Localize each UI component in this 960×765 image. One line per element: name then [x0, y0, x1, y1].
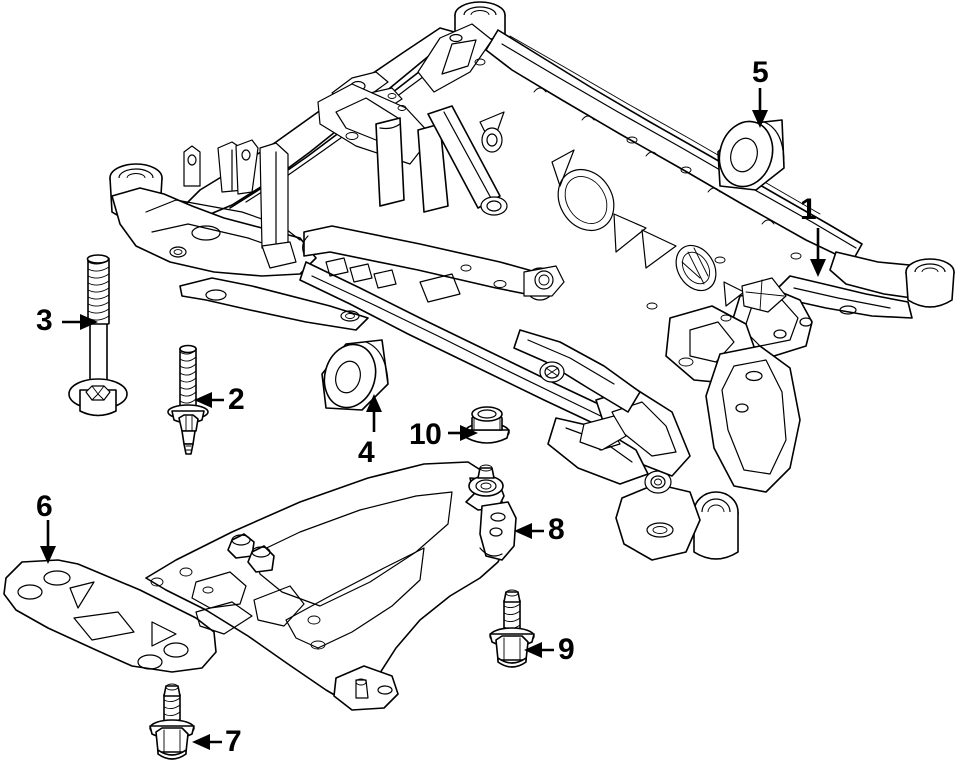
- callout-number-7: 7: [225, 725, 242, 758]
- flange-nut-part: [464, 406, 510, 444]
- bolt-flange-lower-part: [149, 683, 195, 760]
- bolt-flange-upper-part: [489, 589, 535, 668]
- support-bracket-part: [145, 461, 517, 711]
- stud-bolt-part: [167, 344, 209, 455]
- reinforcement-plate-part: [3, 559, 217, 673]
- bushing-front-part: [321, 339, 389, 411]
- bolt-long-part: [68, 254, 128, 417]
- callout-number-10: 10: [409, 418, 442, 451]
- callout-number-4: 4: [358, 436, 375, 469]
- callout-number-1: 1: [800, 193, 817, 226]
- callout-number-2: 2: [228, 383, 245, 416]
- crossmember-assembly: [109, 1, 955, 561]
- right-lower-bushing: [693, 491, 739, 560]
- callout-number-6: 6: [36, 490, 53, 523]
- callout-arrows: [40, 88, 826, 750]
- callout-number-8: 8: [548, 513, 565, 546]
- callout-number-9: 9: [558, 633, 575, 666]
- callout-number-5: 5: [752, 56, 769, 89]
- callout-number-3: 3: [36, 304, 53, 337]
- bushing-rear-part: [717, 119, 785, 191]
